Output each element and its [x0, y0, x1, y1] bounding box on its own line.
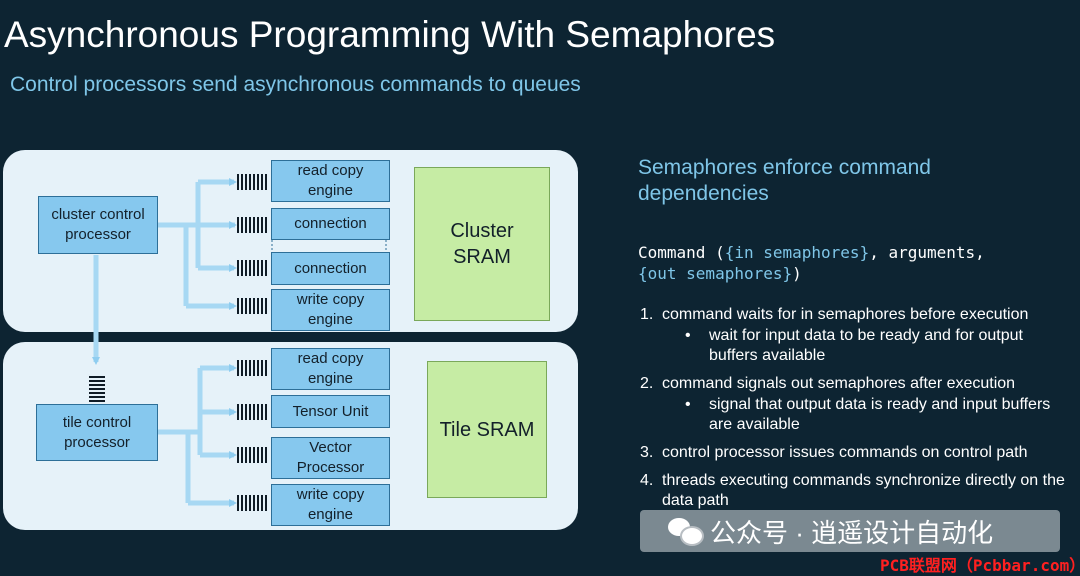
queue-icon [237, 360, 269, 376]
code-close: ) [792, 264, 802, 283]
list-sub-item: • signal that output data is ready and i… [685, 396, 1051, 433]
list-item: 3. control processor issues commands on … [640, 444, 1028, 461]
queue-icon [237, 174, 269, 190]
semaphores-heading: Semaphores enforce command dependencies [638, 156, 931, 205]
cluster-read-copy-engine: read copy engine [271, 160, 390, 202]
cluster-connection-2: connection [271, 252, 390, 285]
queue-icon [237, 447, 269, 463]
code-in-semaphores: {in semaphores} [724, 243, 870, 262]
wechat-icon [668, 518, 704, 546]
queue-icon [237, 298, 269, 314]
code-command: Command ( [638, 243, 725, 262]
queue-icon [237, 404, 269, 420]
cluster-connection-1: connection [271, 208, 390, 240]
source-mark: PCB联盟网（Pcbbar.com） [880, 556, 1080, 575]
queue-icon [89, 376, 105, 404]
command-signature: Command ({in semaphores}, arguments, {ou… [638, 242, 1058, 284]
tile-write-copy-engine: write copy engine [271, 484, 390, 526]
cluster-sram: Cluster SRAM [414, 167, 550, 321]
list-item: 4. threads executing commands synchroniz… [640, 472, 1065, 509]
code-arguments: , arguments, [869, 243, 985, 262]
tile-read-copy-engine: read copy engine [271, 348, 390, 390]
tile-tensor-unit: Tensor Unit [271, 395, 390, 428]
cluster-write-copy-engine: write copy engine [271, 289, 390, 331]
list-item: 2. command signals out semaphores after … [640, 374, 1070, 435]
list-item: 1. command waits for in semaphores befor… [640, 305, 1070, 366]
watermark: 公众号 · 逍遥设计自动化 [640, 510, 1060, 552]
queue-icon [237, 495, 269, 511]
tile-control-processor: tile control processor [36, 404, 158, 461]
tile-sram: Tile SRAM [427, 361, 547, 498]
list-sub-item: • wait for input data to be ready and fo… [685, 327, 1023, 364]
cluster-control-processor: cluster control processor [38, 196, 158, 254]
page-title: Asynchronous Programming With Semaphores [4, 14, 776, 55]
queue-icon [237, 217, 269, 233]
code-out-semaphores: {out semaphores} [638, 264, 793, 283]
page-subtitle: Control processors send asynchronous com… [10, 73, 581, 96]
queue-icon [237, 260, 269, 276]
watermark-text: 公众号 · 逍遥设计自动化 [710, 517, 994, 548]
tile-vector-processor: Vector Processor [271, 437, 390, 479]
dependency-list: 1. command waits for in semaphores befor… [640, 305, 1070, 519]
